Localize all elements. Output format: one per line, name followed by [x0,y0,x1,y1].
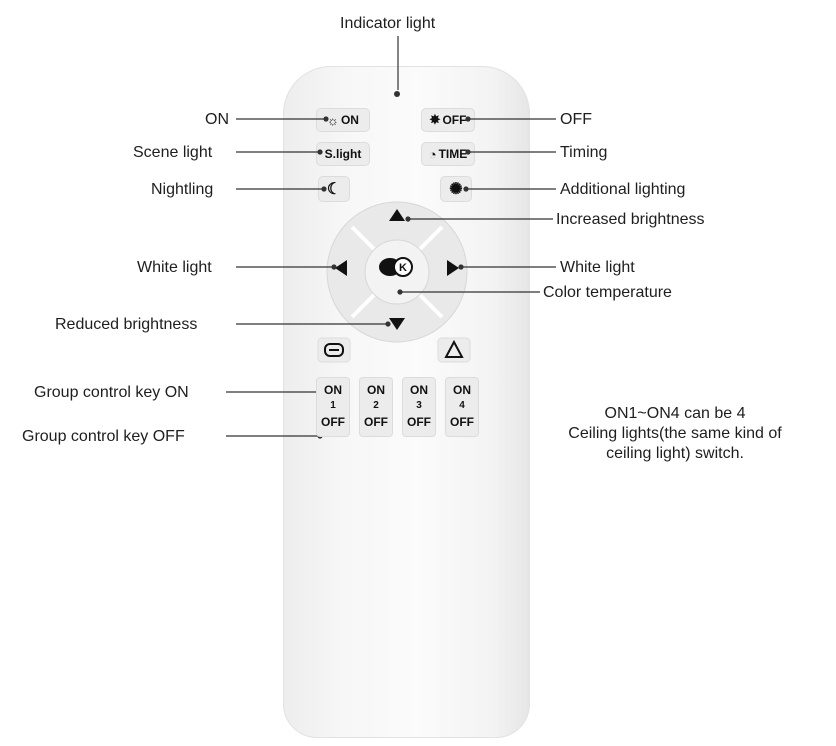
scene-light-label: Scene light [133,144,213,161]
group-key-number: 2 [373,400,379,411]
note-line-2: Ceiling lights(the same kind of [568,425,782,442]
group-key-number: 4 [459,400,465,411]
indicator-light-label: Indicator light [340,15,436,32]
triangle-down-icon[interactable] [389,318,405,330]
color-temperature-label: Color temperature [543,284,672,301]
triangle-up-icon[interactable] [389,209,405,221]
scene-key-label: S.light [324,147,362,161]
group-key-off-label: OFF [364,415,388,429]
indicator-light [394,91,400,97]
sun-icon: ☼ [327,112,339,128]
group-key-number: 1 [330,400,336,411]
group-key-on-label: ON [367,383,385,397]
note-line-3: ceiling light) switch. [606,445,744,462]
group-note: ON1~ON4 can be 4 Ceiling lights(the same… [530,404,820,464]
group-off-label: Group control key OFF [22,428,185,445]
svg-text:K: K [399,262,407,274]
nightlight-label: Nightling [151,181,214,198]
group-key-2[interactable]: ON 2 OFF [359,377,393,437]
group-key-off-label: OFF [407,415,431,429]
group-key-on-label: ON [453,383,471,397]
group-key-3[interactable]: ON 3 OFF [402,377,436,437]
additional-lighting-label: Additional lighting [560,181,686,198]
group-key-4[interactable]: ON 4 OFF [445,377,479,437]
timing-label: Timing [560,144,608,161]
group-on-label: Group control key ON [34,384,189,401]
clock-icon: ◔ [428,146,437,162]
reduced-brightness-label: Reduced brightness [55,316,198,333]
off-key-label: OFF [442,113,467,127]
sun-off-icon: ✸ [429,112,441,127]
recycle-icon [444,339,464,358]
on-label: ON [205,111,229,128]
scene-light-key[interactable]: S.light [316,142,370,166]
note-line-1: ON1~ON4 can be 4 [604,405,746,422]
white-light-right-label: White light [560,259,635,276]
triangle-left-icon[interactable] [335,260,347,276]
white-light-left-label: White light [137,259,212,276]
increased-brightness-label: Increased brightness [556,211,705,228]
off-label: OFF [560,111,592,128]
time-key-label: TIME [438,147,468,161]
triangle-right-icon[interactable] [447,260,459,276]
group-key-number: 3 [416,400,422,411]
mode-cycle-icon [324,343,344,357]
group-key-1[interactable]: ON 1 OFF [316,377,350,437]
group-key-on-label: ON [324,383,342,397]
group-key-off-label: OFF [450,415,474,429]
color-temperature-icon: K [379,257,413,277]
group-key-off-label: OFF [321,415,345,429]
on-key-label: ON [340,113,359,127]
group-key-on-label: ON [410,383,428,397]
moon-icon: ☾ [326,181,342,198]
bright-sun-icon: ✺ [449,181,463,198]
timing-key[interactable]: ◔TIME [421,142,475,166]
